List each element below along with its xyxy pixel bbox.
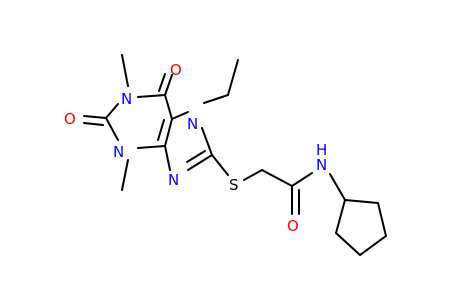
atom-n7: N <box>187 115 198 133</box>
atom-s: S <box>229 176 239 194</box>
imidazole-ring <box>164 111 213 171</box>
bond-s-ch2 <box>243 169 263 181</box>
bond-ch2-carbonyl <box>261 169 293 187</box>
carbonyl-c2 <box>83 115 107 126</box>
bond-cp-1-2 <box>335 199 346 234</box>
bond-c6-o-double <box>158 73 166 92</box>
bond-c6-o <box>164 74 173 96</box>
atom-n-amide: N <box>316 156 327 174</box>
bond-c2-o-double <box>83 122 104 126</box>
bond-c4-c5-double <box>157 119 165 141</box>
atom-n1: N <box>121 90 132 108</box>
bond-n7-c8 <box>201 127 213 156</box>
bond-n-cyclopentyl <box>329 173 346 201</box>
bond-n1-methyl <box>121 54 129 87</box>
bond-n7-ch2 <box>203 94 229 104</box>
atom-n3: N <box>113 143 124 161</box>
atom-o-amide: O <box>287 217 299 235</box>
pyrimidinedione-ring <box>105 94 173 149</box>
bond-carbonyl-n <box>291 172 313 187</box>
cyclopentyl-ring <box>335 199 387 256</box>
bond-c8-s <box>211 154 229 176</box>
bond-c5-c6 <box>164 94 173 120</box>
bond-cp-5-1 <box>344 199 379 204</box>
bond-c8-n9-double <box>186 150 206 163</box>
bond-cp-4-5 <box>377 202 387 237</box>
bond-c6-n1 <box>137 94 166 98</box>
atom-o-c2: O <box>64 110 76 128</box>
bond-ethyl-ch2-ch3 <box>227 59 239 96</box>
atom-h-amide: H <box>316 141 327 159</box>
atom-o-c6: O <box>170 61 182 79</box>
bond-c2-o <box>83 115 107 119</box>
carbonyl-c6 <box>158 73 173 96</box>
atom-n9: N <box>168 171 179 189</box>
bond-n3-methyl <box>121 159 129 191</box>
bond-cp-2-3 <box>335 232 361 256</box>
bond-c4-c5 <box>164 118 173 147</box>
bond-n1-c2 <box>105 103 119 119</box>
bond-c8-n9 <box>187 154 213 171</box>
bond-c5-n7 <box>171 111 189 120</box>
bond-cp-3-4 <box>359 235 387 256</box>
bond-c2-n3 <box>105 117 119 141</box>
bond-n9-c4 <box>164 145 171 171</box>
bond-n3-c4 <box>137 145 166 149</box>
